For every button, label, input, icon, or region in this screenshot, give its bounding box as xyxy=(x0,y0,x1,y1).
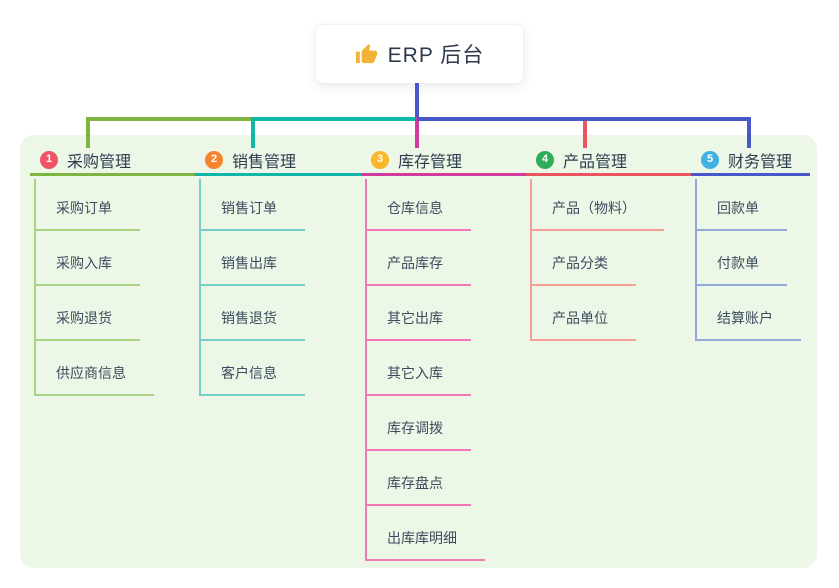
child-node-label: 产品库存 xyxy=(367,253,471,286)
branch-children: 仓库信息产品库存其它出库其它入库库存调拨库存盘点出库库明细 xyxy=(365,179,485,561)
branch-node-label: 库存管理 xyxy=(398,153,463,171)
child-node[interactable]: 产品单位 xyxy=(532,286,664,341)
branch-number-badge: 4 xyxy=(536,150,554,169)
child-node-label: 客户信息 xyxy=(201,363,305,396)
connector-line xyxy=(583,117,587,148)
branch-number-badge: 5 xyxy=(701,150,719,169)
connector-line xyxy=(86,117,90,148)
child-node-label: 付款单 xyxy=(697,253,787,286)
root-node-title: ERP 后台 xyxy=(387,44,485,67)
branch-node-label: 财务管理 xyxy=(728,153,793,171)
branch-node-5[interactable]: 5 财务管理 xyxy=(691,146,810,176)
thumbs-up-icon xyxy=(355,43,378,66)
branch-node-label: 产品管理 xyxy=(563,153,628,171)
child-node-label: 库存盘点 xyxy=(367,473,471,506)
root-connector-line xyxy=(415,83,419,121)
child-node-label: 采购入库 xyxy=(36,253,140,286)
child-node[interactable]: 回款单 xyxy=(697,179,801,231)
child-node-label: 采购订单 xyxy=(36,198,140,231)
connector-line xyxy=(747,117,751,148)
branch-node-label: 销售管理 xyxy=(232,153,297,171)
child-node[interactable]: 销售订单 xyxy=(201,179,305,231)
child-node[interactable]: 采购退货 xyxy=(36,286,154,341)
child-node[interactable]: 采购订单 xyxy=(36,179,154,231)
child-node[interactable]: 采购入库 xyxy=(36,231,154,286)
child-node[interactable]: 供应商信息 xyxy=(36,341,154,396)
root-node[interactable]: ERP 后台 xyxy=(315,24,524,84)
child-node[interactable]: 销售出库 xyxy=(201,231,305,286)
child-node-label: 采购退货 xyxy=(36,308,140,341)
child-node[interactable]: 出库库明细 xyxy=(367,506,485,561)
child-node-label: 销售出库 xyxy=(201,253,305,286)
child-node[interactable]: 产品库存 xyxy=(367,231,485,286)
child-node-label: 库存调拨 xyxy=(367,418,471,451)
child-node[interactable]: 付款单 xyxy=(697,231,801,286)
child-node[interactable]: 客户信息 xyxy=(201,341,305,396)
child-node-label: 产品分类 xyxy=(532,253,636,286)
child-node-label: 其它入库 xyxy=(367,363,471,396)
child-node[interactable]: 产品分类 xyxy=(532,231,664,286)
connector-line xyxy=(251,117,255,148)
child-node-label: 供应商信息 xyxy=(36,363,154,396)
branch-node-3[interactable]: 3 库存管理 xyxy=(361,146,526,176)
child-node[interactable]: 产品（物料） xyxy=(532,179,664,231)
child-node-label: 其它出库 xyxy=(367,308,471,341)
child-node-label: 销售退货 xyxy=(201,308,305,341)
child-node-label: 产品单位 xyxy=(532,308,636,341)
child-node[interactable]: 库存调拨 xyxy=(367,396,485,451)
branch-node-2[interactable]: 2 销售管理 xyxy=(195,146,361,176)
child-node[interactable]: 结算账户 xyxy=(697,286,801,341)
branch-node-1[interactable]: 1 采购管理 xyxy=(30,146,195,176)
branch-node-4[interactable]: 4 产品管理 xyxy=(526,146,691,176)
connector-line xyxy=(415,117,419,148)
child-node[interactable]: 其它出库 xyxy=(367,286,485,341)
canvas-panel xyxy=(20,135,817,568)
child-node[interactable]: 其它入库 xyxy=(367,341,485,396)
branch-number-badge: 1 xyxy=(40,150,58,169)
branch-number-badge: 2 xyxy=(205,150,223,169)
branch-children: 销售订单销售出库销售退货客户信息 xyxy=(199,179,305,396)
branch-children: 采购订单采购入库采购退货供应商信息 xyxy=(34,179,154,396)
branch-children: 回款单付款单结算账户 xyxy=(695,179,801,341)
child-node-label: 产品（物料） xyxy=(532,198,664,231)
branch-children: 产品（物料） 产品分类产品单位 xyxy=(530,179,664,341)
child-node-label: 回款单 xyxy=(697,198,787,231)
child-node[interactable]: 销售退货 xyxy=(201,286,305,341)
child-node-label: 结算账户 xyxy=(697,308,801,341)
child-node[interactable]: 库存盘点 xyxy=(367,451,485,506)
child-node-label: 出库库明细 xyxy=(367,528,485,561)
connector-line xyxy=(251,117,421,121)
branch-node-label: 采购管理 xyxy=(67,153,132,171)
connector-line xyxy=(417,117,751,121)
child-node-label: 销售订单 xyxy=(201,198,305,231)
child-node-label: 仓库信息 xyxy=(367,198,471,231)
branch-number-badge: 3 xyxy=(371,150,389,169)
child-node[interactable]: 仓库信息 xyxy=(367,179,485,231)
